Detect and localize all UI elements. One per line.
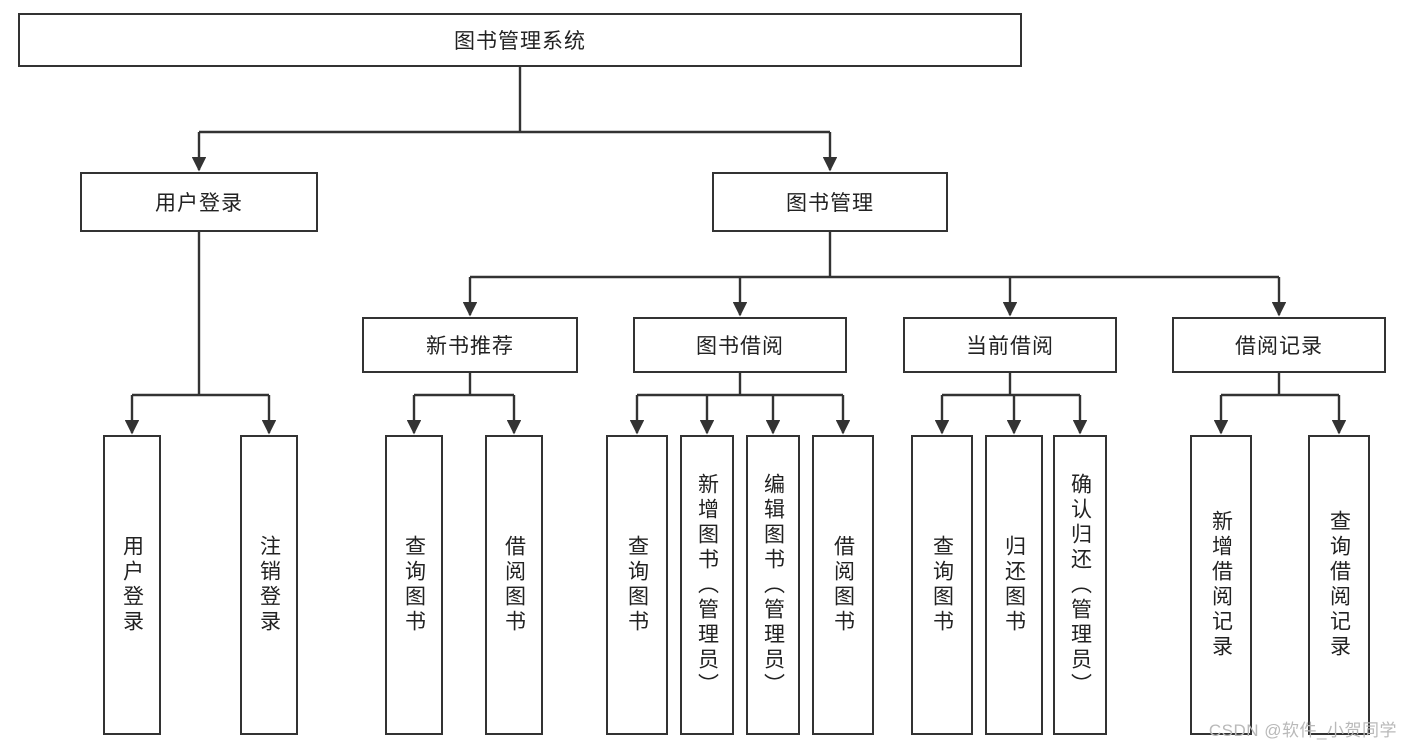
leaf-record-query[interactable]: 查询借阅记录 xyxy=(1308,435,1370,735)
leaf-user-login[interactable]: 用户登录 xyxy=(103,435,161,735)
node-new-book-recommend[interactable]: 新书推荐 xyxy=(362,317,578,373)
node-label: 图书管理 xyxy=(786,192,874,215)
node-label: 查询图书 xyxy=(930,535,954,635)
node-label: 查询图书 xyxy=(625,535,649,635)
leaf-logout[interactable]: 注销登录 xyxy=(240,435,298,735)
node-label: 新书推荐 xyxy=(426,335,514,358)
node-label: 编辑图书（管理员） xyxy=(761,472,785,698)
leaf-recommend-borrow-book[interactable]: 借阅图书 xyxy=(485,435,543,735)
node-label: 当前借阅 xyxy=(966,335,1054,358)
leaf-borrow-borrow-book[interactable]: 借阅图书 xyxy=(812,435,874,735)
node-label: 用户登录 xyxy=(120,535,144,635)
node-current-borrow[interactable]: 当前借阅 xyxy=(903,317,1117,373)
leaf-current-confirm-return[interactable]: 确认归还（管理员） xyxy=(1053,435,1107,735)
node-user-login[interactable]: 用户登录 xyxy=(80,172,318,232)
node-book-manage[interactable]: 图书管理 xyxy=(712,172,948,232)
leaf-current-query-book[interactable]: 查询图书 xyxy=(911,435,973,735)
node-borrow-record[interactable]: 借阅记录 xyxy=(1172,317,1386,373)
leaf-current-return-book[interactable]: 归还图书 xyxy=(985,435,1043,735)
node-label: 确认归还（管理员） xyxy=(1068,472,1092,698)
node-label: 图书借阅 xyxy=(696,335,784,358)
node-label: 查询借阅记录 xyxy=(1327,510,1351,660)
watermark: CSDN @软件_小贺同学 xyxy=(1208,721,1397,740)
node-book-borrow[interactable]: 图书借阅 xyxy=(633,317,847,373)
node-root[interactable]: 图书管理系统 xyxy=(18,13,1022,67)
leaf-recommend-query-book[interactable]: 查询图书 xyxy=(385,435,443,735)
leaf-borrow-add-book[interactable]: 新增图书（管理员） xyxy=(680,435,734,735)
node-label: 查询图书 xyxy=(402,535,426,635)
leaf-borrow-query-book[interactable]: 查询图书 xyxy=(606,435,668,735)
node-label: 归还图书 xyxy=(1002,535,1026,635)
node-label: 注销登录 xyxy=(257,535,281,635)
leaf-borrow-edit-book[interactable]: 编辑图书（管理员） xyxy=(746,435,800,735)
node-label: 新增图书（管理员） xyxy=(695,472,719,698)
node-label: 图书管理系统 xyxy=(454,30,586,53)
node-label: 借阅图书 xyxy=(502,535,526,635)
node-label: 用户登录 xyxy=(155,192,243,215)
node-label: 借阅图书 xyxy=(831,535,855,635)
node-label: 借阅记录 xyxy=(1235,335,1323,358)
node-label: 新增借阅记录 xyxy=(1209,510,1233,660)
leaf-record-add[interactable]: 新增借阅记录 xyxy=(1190,435,1252,735)
